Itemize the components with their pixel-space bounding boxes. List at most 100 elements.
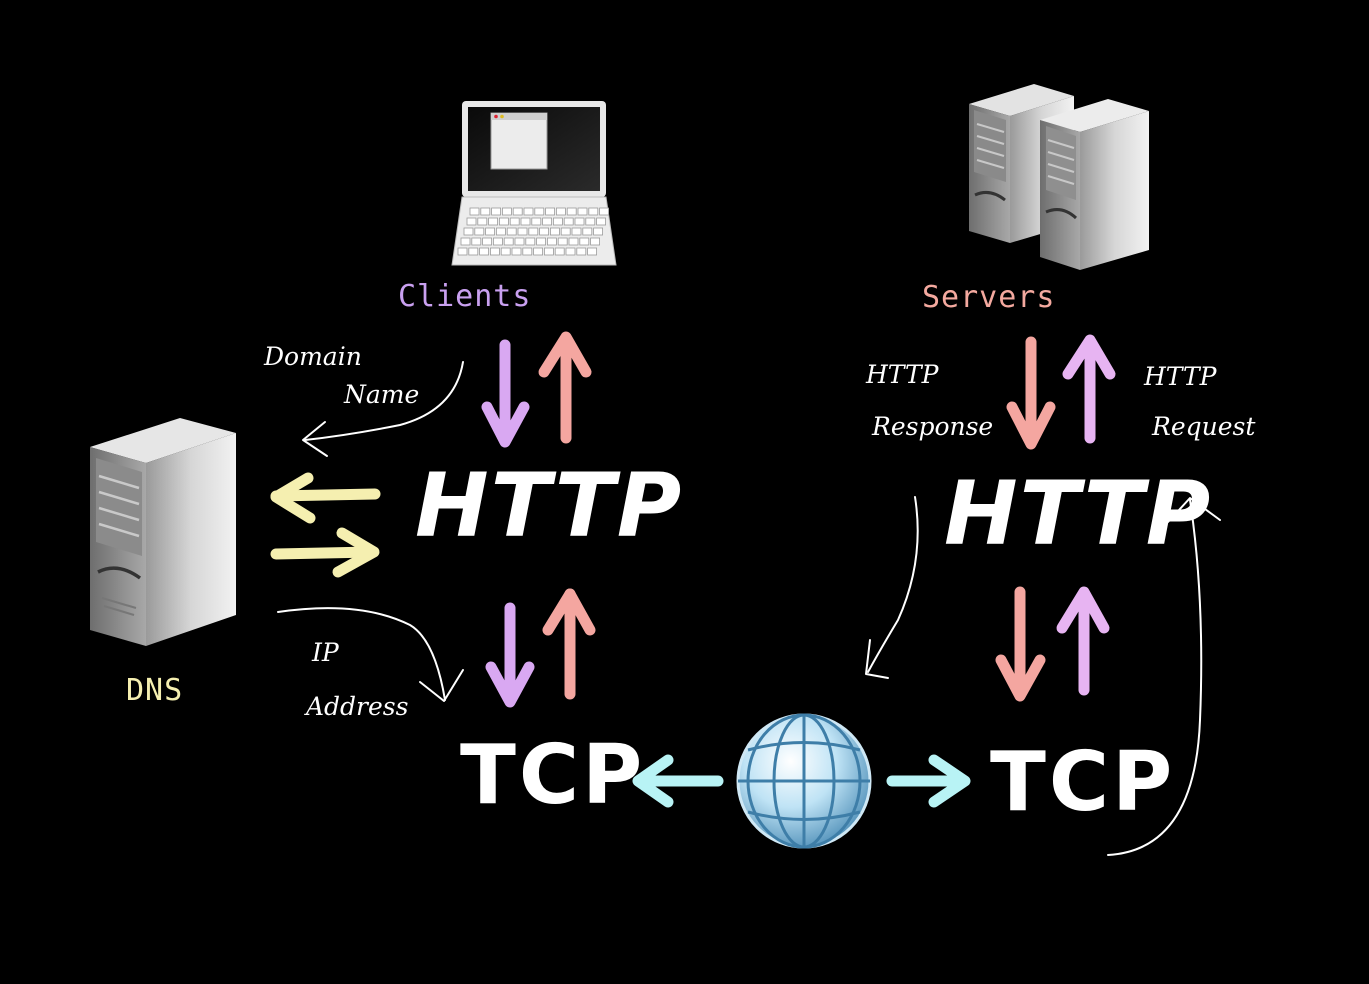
keyboard-key [599,207,609,216]
keyboard-key [544,247,554,256]
keyboard-key [566,207,577,216]
keyboard-key [579,237,590,246]
keyboard-key [477,217,488,226]
keyboard-key [547,237,557,246]
keyboard-key [479,247,490,256]
server-http-up-arrow [1062,334,1116,444]
client-tcp-down-arrow [485,602,535,708]
keyboard-key [545,207,555,216]
keyboard-key [531,217,542,226]
http-request-label-line2: Request [1152,412,1256,441]
client-tcp-label: TCP [460,728,646,823]
keyboard-key [568,237,579,246]
keyboard-key [471,237,482,246]
laptop-icon [451,101,617,266]
keyboard-key [593,227,603,236]
keyboard-key [588,207,599,216]
keyboard-key [474,227,485,236]
internet-globe-icon [736,713,872,849]
keyboard-key [587,247,597,256]
keyboard-key [488,217,499,226]
keyboard-key [485,227,496,236]
network-right-arrow [886,754,971,808]
keyboard-key [463,227,474,236]
keyboard-key [560,227,571,236]
server-tcp-up-arrow [1056,586,1110,696]
keyboard-key [489,247,500,256]
keyboard-key [557,237,568,246]
keyboard-key [522,247,533,256]
dns-server-icon [90,418,236,646]
keyboard-key [565,247,576,256]
http-response-label-line1: HTTP [866,360,939,389]
keyboard-key [460,237,471,246]
keyboard-key [542,217,552,226]
client-http-down-arrow [481,339,530,448]
keyboard-key [469,207,480,216]
keyboard-key [534,207,545,216]
keyboard-key [480,207,491,216]
keyboard-key [576,247,587,256]
dns-response-arrow [270,527,380,578]
keyboard-key [500,247,511,256]
keyboard-key [511,247,522,256]
keyboard-key [554,247,565,256]
keyboard-key [482,237,493,246]
http-response-label-line2: Response [872,412,994,441]
server-http-label: HTTP [944,462,1213,565]
ip-address-arrowhead [419,669,464,702]
keyboard-key [506,227,517,236]
keyboard-key [550,227,560,236]
network-left-arrow [632,754,724,808]
keyboard-key [533,247,543,256]
domain-name-arrowhead [302,421,328,457]
keyboard-key [520,217,531,226]
keyboard-key [574,217,585,226]
dns-label: DNS [126,673,184,708]
keyboard-key [539,227,549,236]
keyboard-key [491,207,502,216]
http-request-curve [1107,499,1203,856]
keyboard-key [517,227,528,236]
server-http-down-arrow [1006,336,1056,450]
keyboard-key [495,227,506,236]
server-tcp-down-arrow [995,586,1046,702]
server-rack-icon [969,84,1149,270]
http-request-arrowhead [1167,497,1221,523]
client-http-up-arrow [538,331,592,444]
keyboard-key [596,217,606,226]
server-tcp-label: TCP [990,735,1176,830]
keyboard-key [582,227,593,236]
client-http-label: HTTP [415,454,684,557]
keyboard-key [503,237,514,246]
keyboard-key [466,217,477,226]
keyboard-key [498,217,509,226]
servers-label: Servers [922,280,1056,315]
ip-address-label-line1: IP [312,638,339,667]
ip-address-curve [277,607,446,701]
keyboard-key [585,217,596,226]
keyboard-key [590,237,600,246]
keyboard-key [577,207,588,216]
keyboard-key [501,207,512,216]
ip-address-label-line2: Address [306,692,409,721]
dns-request-arrow [270,472,381,524]
keyboard-key [536,237,546,246]
domain-name-curve [304,361,464,441]
keyboard-key [512,207,523,216]
http-response-arrowhead [865,639,889,679]
keyboard-key [457,247,468,256]
keyboard-key [571,227,582,236]
keyboard-key [492,237,503,246]
client-tcp-up-arrow [542,588,596,700]
domain-name-label-line2: Name [344,380,420,409]
keyboard-key [468,247,479,256]
keyboard-key [525,237,536,246]
keyboard-key [563,217,574,226]
domain-name-label-line1: Domain [264,342,362,371]
clients-label: Clients [398,279,532,314]
keyboard-key [509,217,520,226]
keyboard-key [556,207,566,216]
